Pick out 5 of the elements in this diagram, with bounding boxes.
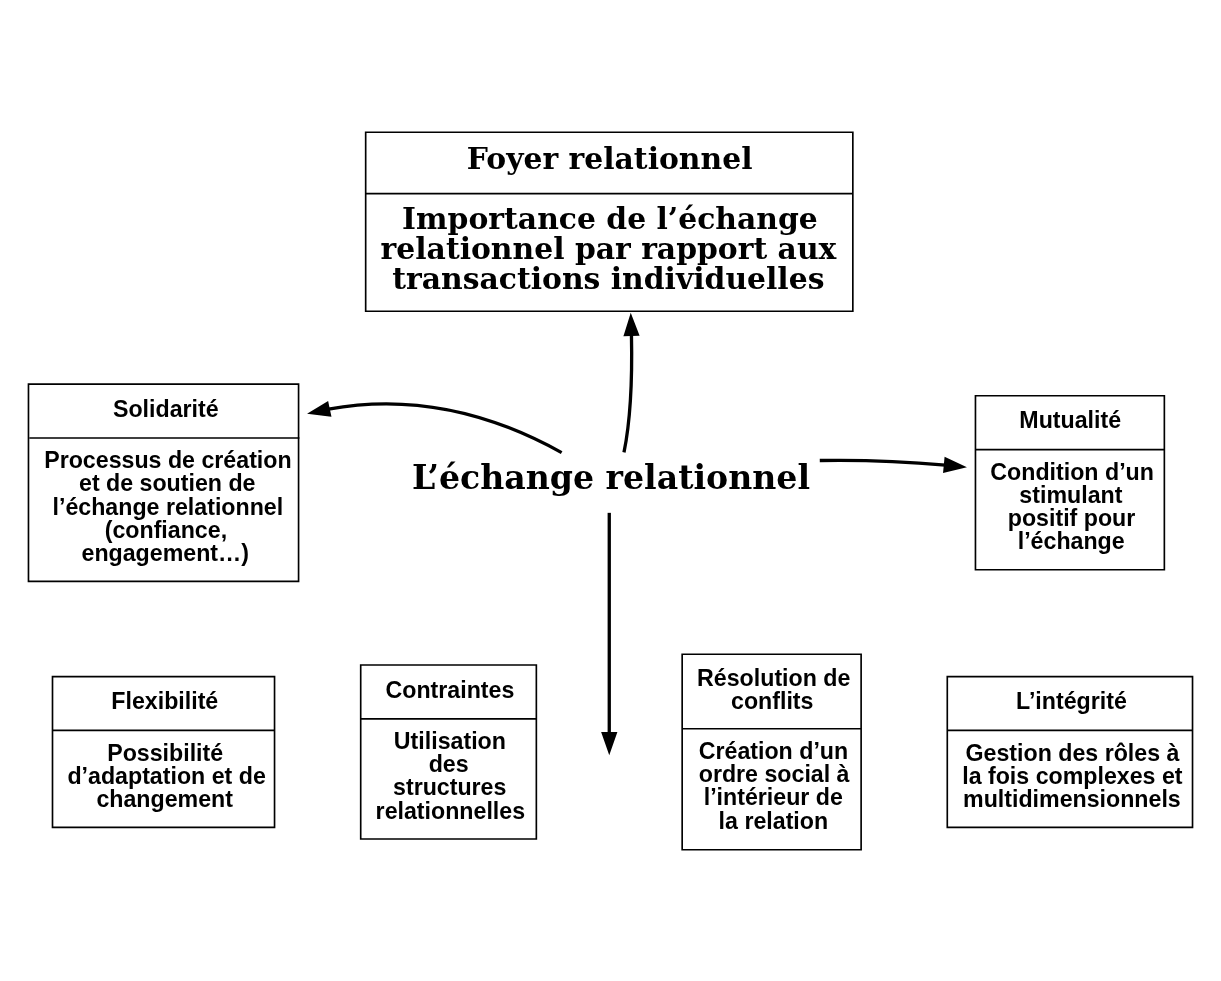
arrow (601, 512, 618, 755)
arrow (819, 456, 967, 473)
arrow (622, 312, 640, 453)
arrow (307, 400, 563, 454)
node-text: L’échange relationnel (412, 457, 810, 497)
